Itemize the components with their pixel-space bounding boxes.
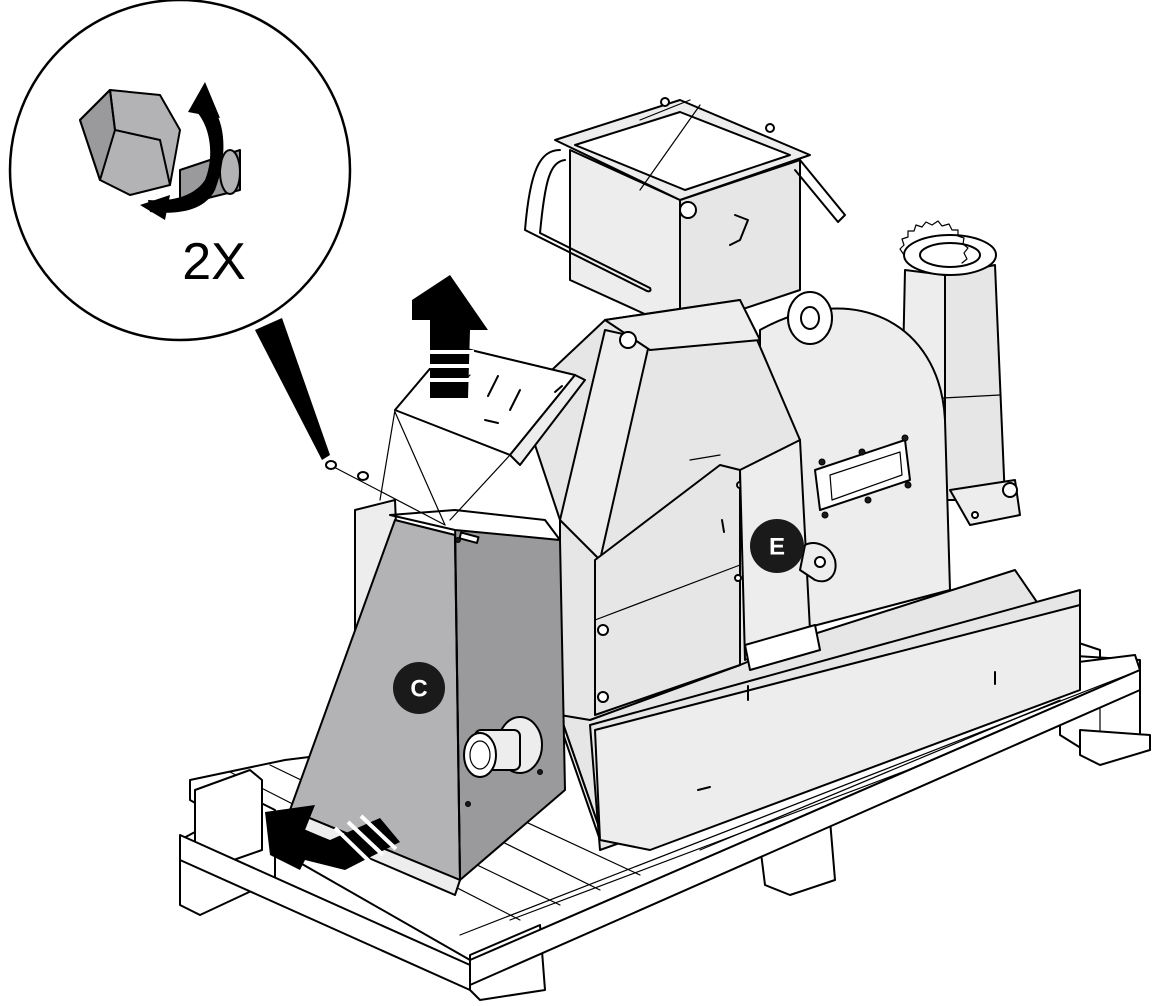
arrow-up-icon (412, 275, 488, 398)
inspection-window (814, 439, 911, 511)
quantity-label: 2X (182, 233, 246, 291)
cowl-eye (619, 331, 637, 349)
pallet-right-bottom-block (1079, 729, 1151, 766)
callout-c-badge (393, 662, 445, 714)
hopper-tab (729, 214, 749, 246)
hopper-opening (574, 111, 791, 191)
bolt-detail-callout: 2X (8, 0, 352, 460)
cover-side-face (509, 374, 586, 466)
lifting-bail (524, 149, 652, 293)
hopper-bolt (679, 201, 697, 219)
callout-e-badge (750, 519, 804, 573)
stack-right (944, 264, 1006, 501)
machine-housing (519, 291, 1081, 851)
panel-c-top-edge (389, 509, 561, 541)
callout-e-label: E (769, 534, 785, 561)
door-base-plate (744, 624, 821, 671)
feed-hopper (524, 97, 846, 331)
pull-knob (463, 716, 543, 778)
callout-c-label: C (410, 676, 427, 703)
pallet-front-long-rail (469, 669, 1141, 986)
base-lower-apron (594, 604, 1081, 851)
side-door-panel (594, 464, 741, 716)
callout-c: C (393, 662, 445, 714)
cover-bolts (325, 460, 369, 481)
callout-leader (255, 318, 330, 460)
window-bolts (818, 434, 912, 519)
bolt-rotate-icon (79, 82, 241, 220)
arrow-down-left-icon (265, 805, 400, 870)
callout-e: E (750, 519, 837, 583)
